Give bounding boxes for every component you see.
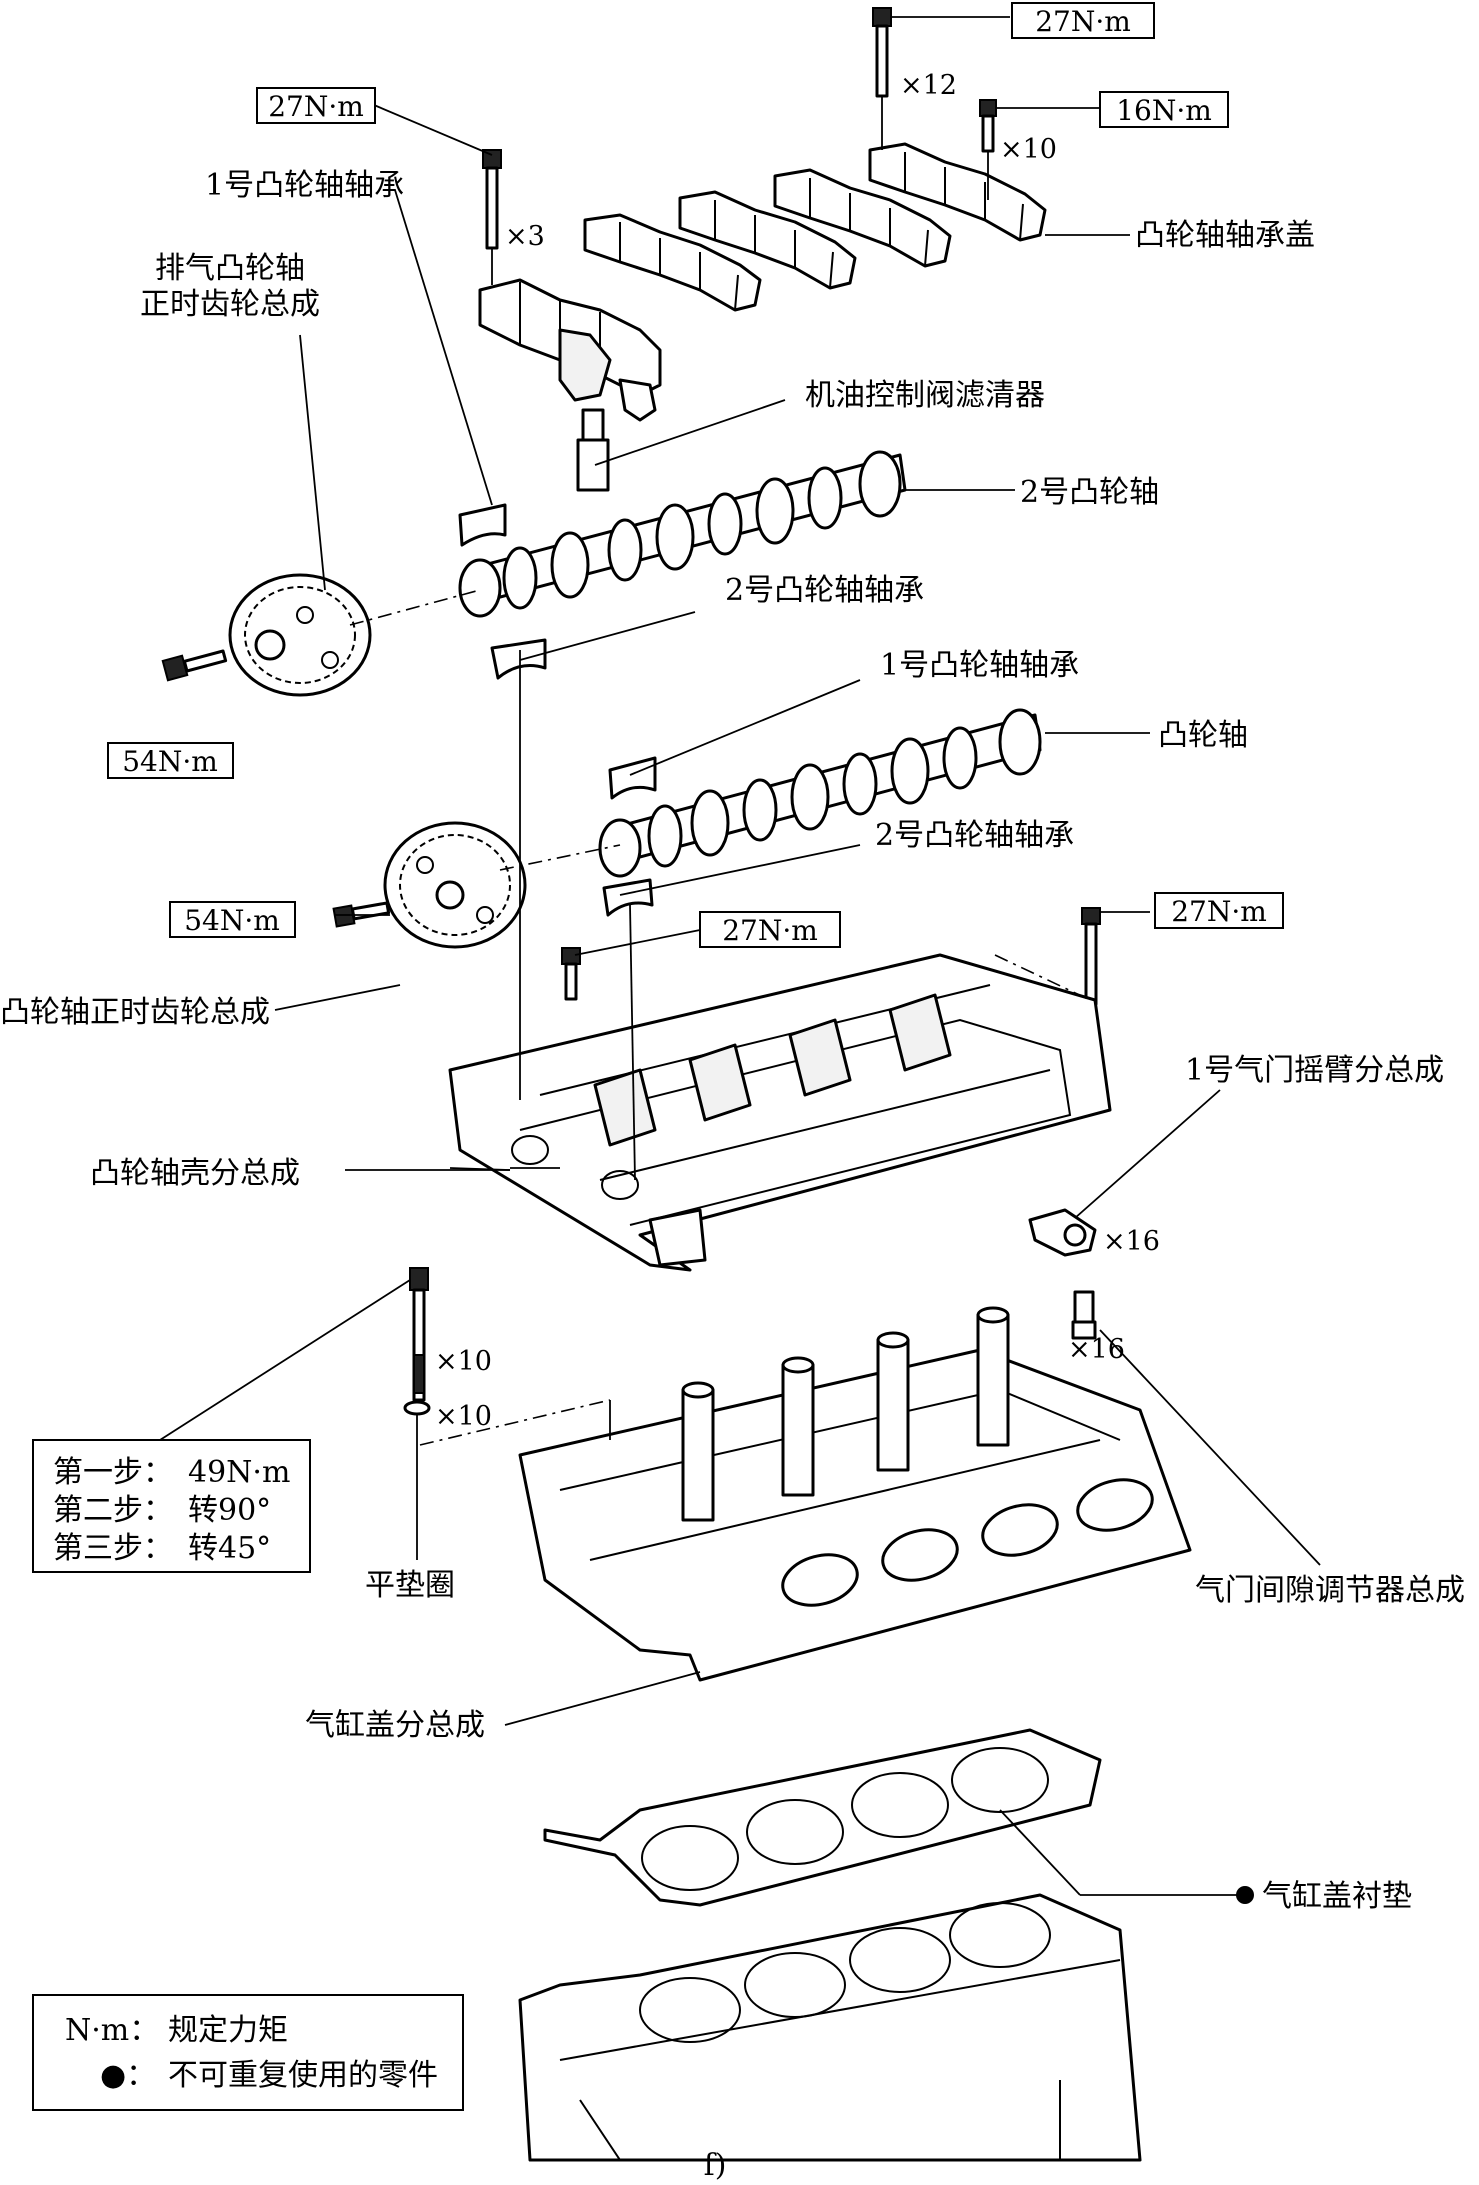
label-no2-bearing-lower: 2号凸轮轴轴承	[875, 818, 1074, 853]
torque-cap-bolt: 16N·m	[1116, 94, 1212, 127]
head-gasket	[543, 1728, 1102, 1907]
torque-left-bolt: 27N·m	[268, 90, 364, 123]
label-cam-gear: 凸轮轴正时齿轮总成	[0, 995, 270, 1030]
bearing-cap-2	[583, 213, 762, 312]
legend-dot-desc: 不可重复使用的零件	[168, 2058, 438, 2093]
count-rocker-arm: ×16	[1103, 1226, 1160, 1257]
count-head-bolt: ×10	[435, 1346, 492, 1377]
quantity-labels: ×12 ×10 ×3 ×16 ×16 ×10 ×10	[435, 70, 1160, 1432]
housing-bolts	[561, 907, 1101, 1006]
step-3-label: 第三步：	[53, 1531, 173, 1566]
label-no2-bearing-upper: 2号凸轮轴轴承	[725, 573, 924, 608]
intake-timing-gear	[383, 821, 527, 949]
step-2-label: 第二步：	[53, 1493, 173, 1528]
label-rocker-arm: 1号气门摇臂分总成	[1185, 1053, 1444, 1088]
cap-bolts	[482, 7, 997, 285]
no1-bearing-lower	[608, 756, 657, 800]
no2-bearing-lower	[602, 878, 654, 917]
rocker-arm	[1028, 1208, 1097, 1257]
bearing-cap-4	[773, 168, 952, 268]
label-lash-adjuster: 气门间隙调节器总成	[1195, 1573, 1465, 1608]
torque-top-bolt: 27N·m	[1035, 5, 1131, 38]
flat-washer	[403, 1400, 431, 1416]
no1-bearing-upper	[458, 503, 507, 547]
label-exhaust-gear-line2: 正时齿轮总成	[140, 287, 320, 322]
label-camshaft: 凸轮轴	[1158, 718, 1248, 753]
bearing-cap-3	[678, 190, 857, 290]
step-2-value: 转90°	[188, 1493, 271, 1528]
label-head-gasket: 气缸盖衬垫	[1262, 1879, 1412, 1914]
head-bolt	[409, 1267, 429, 1402]
engine-block	[518, 1893, 1142, 2162]
step-1-label: 第一步：	[53, 1455, 173, 1490]
legend-torque-desc: 规定力矩	[168, 2013, 288, 2048]
label-washer: 平垫圈	[365, 1568, 455, 1603]
label-no2-camshaft: 2号凸轮轴	[1020, 475, 1159, 510]
step-3-value: 转45°	[188, 1531, 271, 1566]
cylinder-head	[518, 1306, 1192, 1682]
bearing-cap-5	[868, 142, 1047, 242]
torque-intake-gear-bolt: 54N·m	[184, 904, 280, 937]
step-1-value: 49N·m	[188, 1455, 290, 1490]
legend-dot-key: ●：	[100, 2058, 156, 2093]
torque-housing-bolt-right: 27N·m	[1171, 895, 1267, 928]
legend-torque-key: N·m：	[65, 2013, 159, 2048]
count-cap-bolt: ×10	[1000, 134, 1057, 165]
part-labels: 1号凸轮轴轴承 排气凸轮轴 正时齿轮总成 凸轮轴轴承盖 机油控制阀滤清器 2号凸…	[0, 168, 1465, 1914]
count-lash-adjuster: ×16	[1068, 1334, 1125, 1365]
figure-caption: f)	[704, 2148, 727, 2183]
leader-lines	[159, 16, 1321, 1896]
no2-camshaft	[458, 450, 907, 618]
exhaust-gear-bolt	[161, 649, 228, 682]
exhaust-timing-gear	[228, 573, 372, 697]
lash-adjuster	[1071, 1290, 1097, 1340]
camshaft	[598, 708, 1042, 878]
count-washer: ×10	[435, 1401, 492, 1432]
bearing-cap-1	[478, 278, 662, 492]
no2-bearing-upper	[490, 638, 547, 680]
label-no1-bearing-top: 1号凸轮轴轴承	[205, 168, 404, 203]
tightening-steps-box: 第一步： 49N·m 第二步： 转90° 第三步： 转45°	[32, 1439, 311, 1573]
count-left-bolt: ×3	[505, 221, 545, 252]
label-exhaust-gear-line1: 排气凸轮轴	[155, 251, 305, 286]
torque-boxes: 27N·m 16N·m 27N·m 54N·m 54N·m 27N·m 27N·…	[107, 2, 1284, 948]
label-cam-housing: 凸轮轴壳分总成	[90, 1156, 300, 1191]
non-reusable-dot	[1236, 1886, 1254, 1904]
label-ocv-filter: 机油控制阀滤清器	[805, 378, 1045, 413]
count-top-bolt: ×12	[900, 70, 957, 101]
torque-exhaust-gear-bolt: 54N·m	[122, 745, 218, 778]
label-no1-bearing-lower: 1号凸轮轴轴承	[880, 648, 1079, 683]
torque-housing-bolt-left: 27N·m	[722, 914, 818, 947]
label-cylinder-head: 气缸盖分总成	[305, 1708, 485, 1743]
legend: N·m： 规定力矩 ●： 不可重复使用的零件	[32, 1994, 464, 2111]
camshaft-housing	[448, 953, 1112, 1272]
label-bearing-cap: 凸轮轴轴承盖	[1135, 218, 1315, 253]
bearing-caps	[478, 142, 1047, 492]
